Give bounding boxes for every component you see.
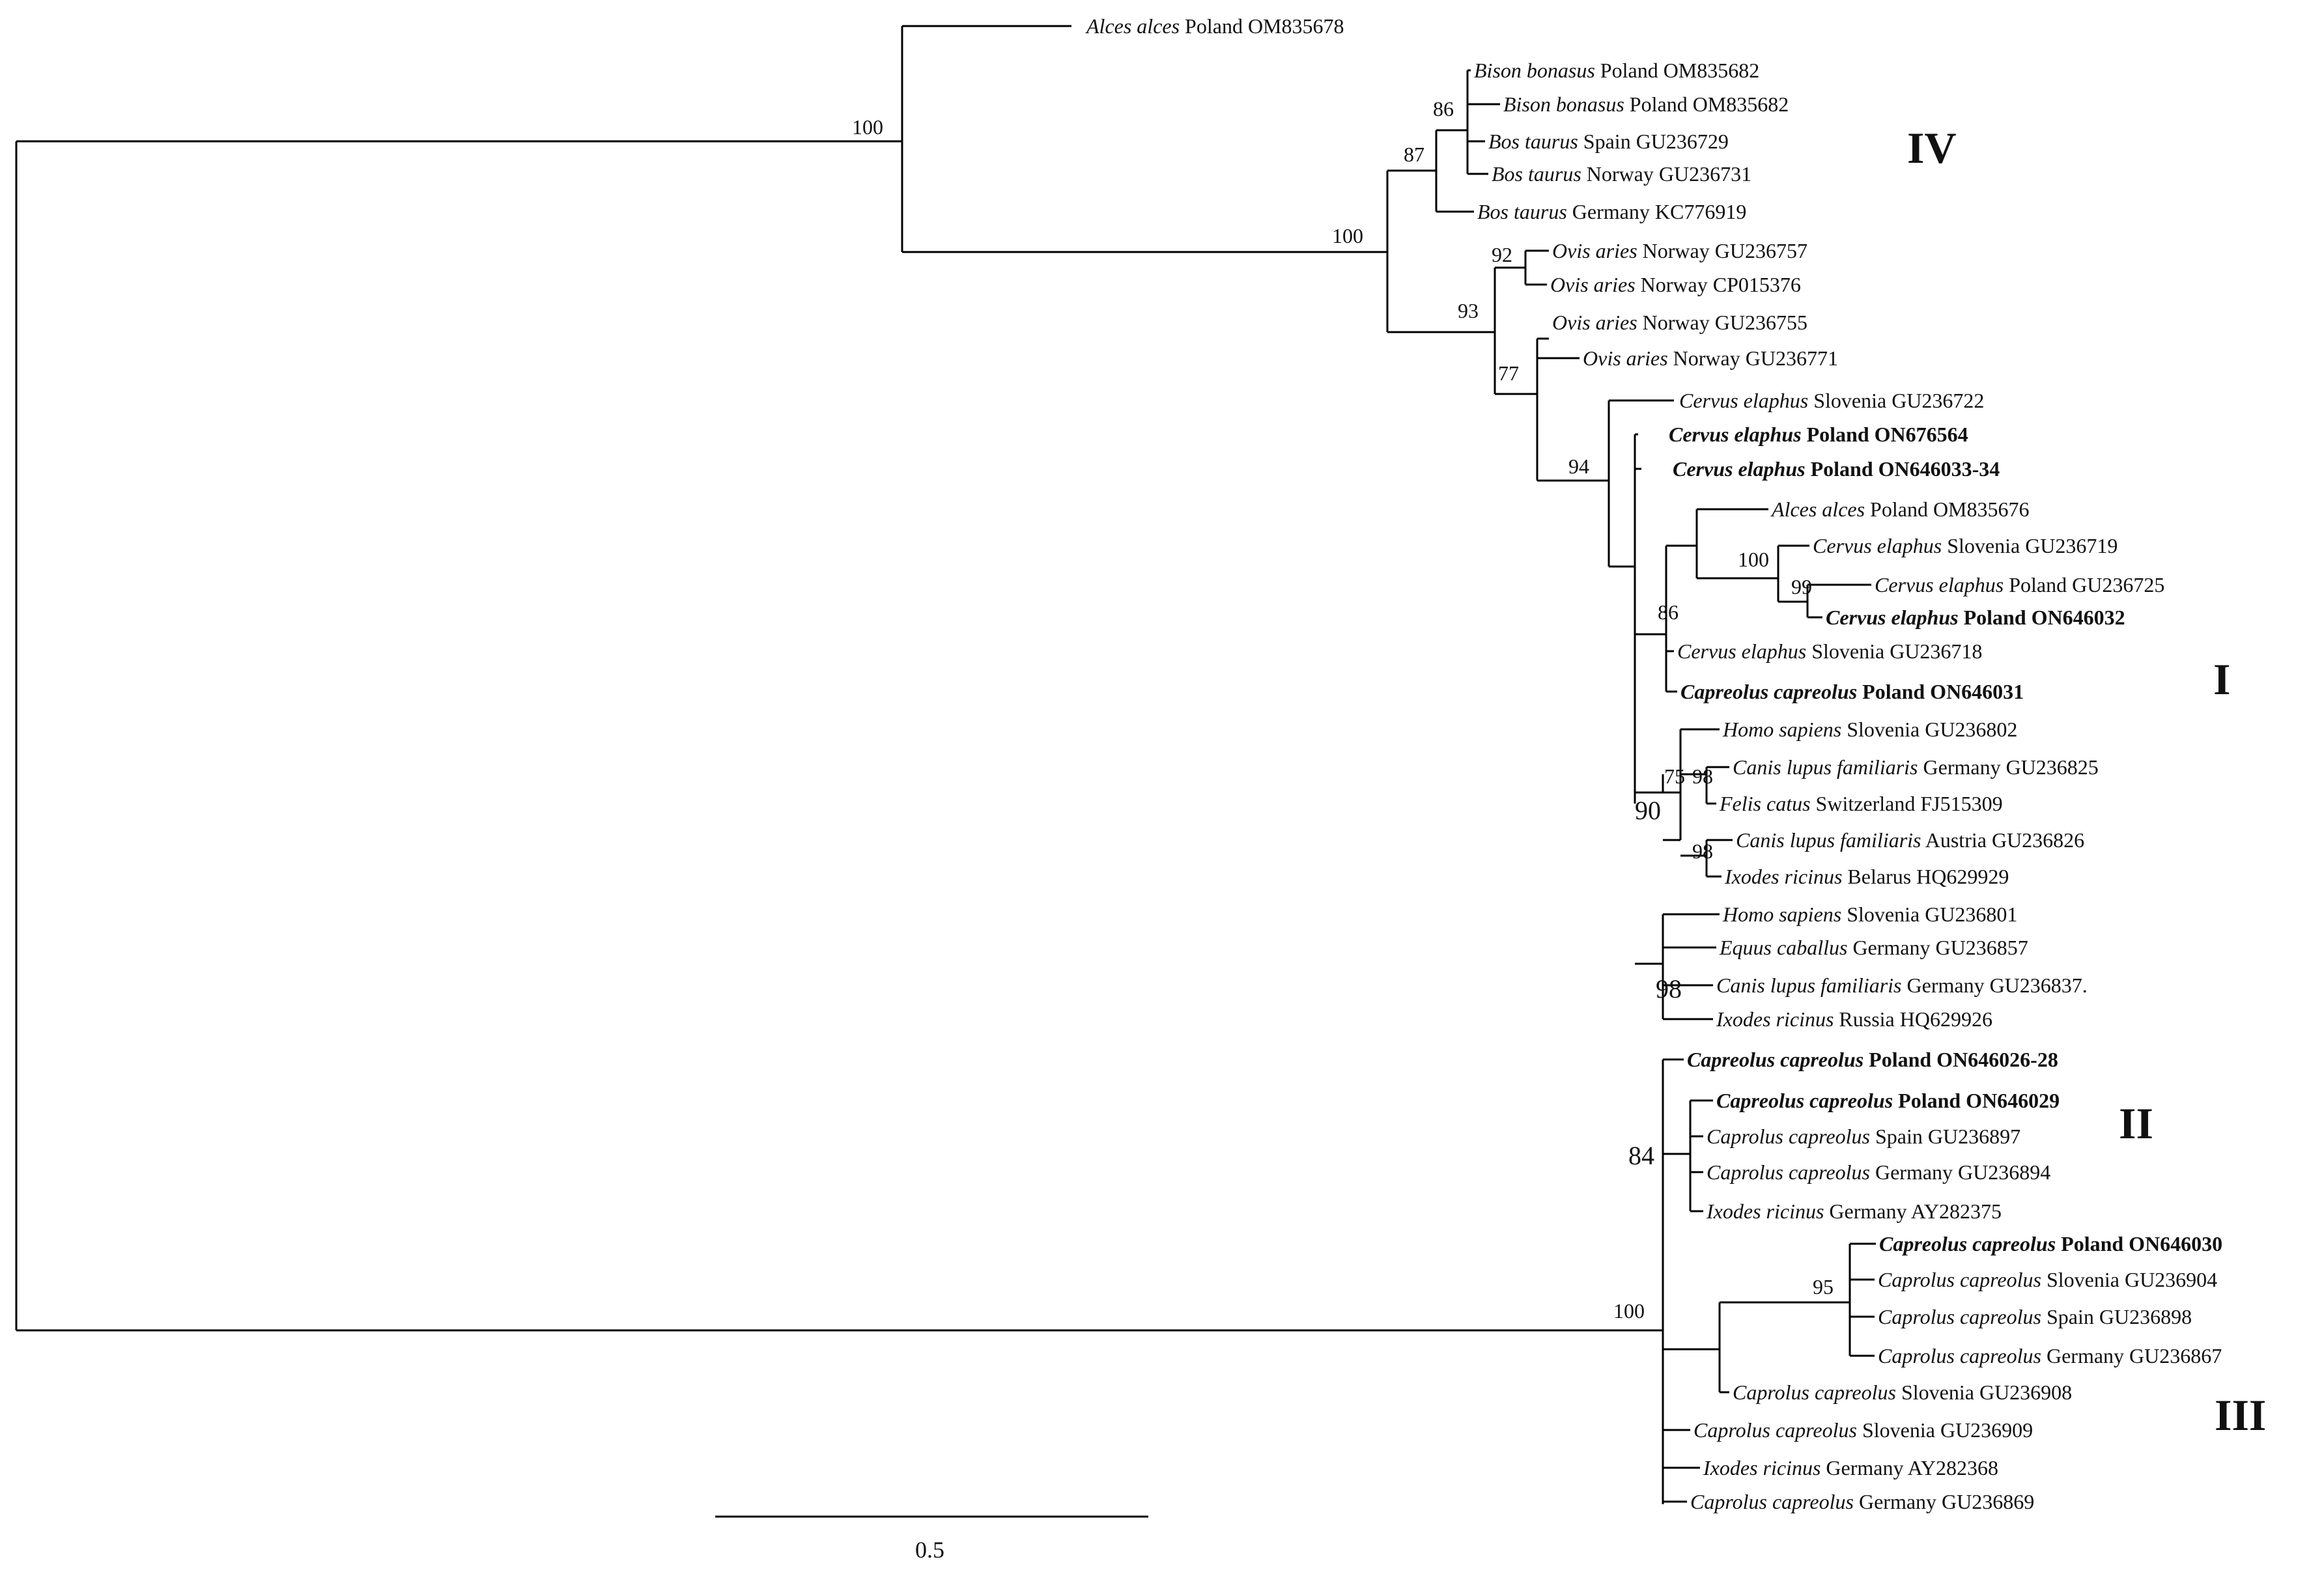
leaf-label: Equus caballus Germany GU236857 (1719, 936, 2028, 959)
leaf-label: Ixodes ricinus Germany AY282368 (1703, 1456, 1998, 1479)
leaf-label: Ixodes ricinus Belarus HQ629929 (1724, 865, 2009, 888)
bootstrap-value: 86 (1433, 97, 1454, 120)
leaf-label: Cervus elaphus Poland ON676564 (1669, 423, 1968, 446)
leaf-label: Capreolus capreolus Poland ON646026-28 (1687, 1048, 2058, 1071)
bootstrap-value: 75 (1664, 764, 1685, 788)
clade-label-iii: III (2215, 1390, 2266, 1440)
bootstrap-value: 92 (1492, 243, 1512, 266)
leaf-label: Bison bonasus Poland OM835682 (1503, 92, 1789, 116)
leaf-label: Ovis aries Norway CP015376 (1550, 273, 1801, 296)
bootstrap-value: 93 (1458, 299, 1479, 322)
leaf-label: Cervus elaphus Poland ON646032 (1826, 606, 2125, 629)
leaf-label: Cervus elaphus Slovenia GU236719 (1813, 534, 2118, 557)
leaf-label: Caprolus capreolus Germany GU236869 (1690, 1490, 2034, 1513)
leaf-label: Bos taurus Spain GU236729 (1488, 130, 1729, 153)
bootstrap-value: 100 (1332, 224, 1363, 247)
bootstrap-value: 100 (1738, 548, 1769, 571)
leaf-label: Caprolus capreolus Germany GU236867 (1878, 1344, 2222, 1367)
leaf-label: Canis lupus familiaris Germany GU236825 (1733, 755, 2099, 779)
leaf-label: Bos taurus Germany KC776919 (1477, 200, 1746, 223)
leaf-label: Cervus elaphus Slovenia GU236722 (1679, 389, 1984, 412)
leaf-label: Caprolus capreolus Slovenia GU236904 (1878, 1268, 2217, 1291)
branches (15, 25, 1876, 1504)
leaf-label: Cervus elaphus Poland ON646033-34 (1673, 457, 2000, 481)
clade-label-iv: IV (1907, 123, 1957, 173)
leaf-label: Ovis aries Norway GU236771 (1583, 346, 1838, 370)
bootstrap-values: 100 86 87 100 92 93 77 94 100 99 86 75 9… (852, 97, 1834, 1323)
bootstrap-value: 100 (852, 115, 883, 139)
bootstrap-value: 84 (1628, 1141, 1654, 1170)
leaf-label: Ovis aries Norway GU236757 (1552, 239, 1807, 262)
scale-bar: 0.5 (715, 1515, 1148, 1563)
leaf-label: Ixodes ricinus Russia HQ629926 (1716, 1007, 1992, 1031)
leaf-label: Capreolus capreolus Poland ON646031 (1680, 680, 2024, 703)
clade-labels: IV I II III (1907, 123, 2266, 1440)
bootstrap-value: 77 (1498, 361, 1519, 385)
leaf-label: Bison bonasus Poland OM835682 (1474, 59, 1759, 82)
leaf-label: Cervus elaphus Slovenia GU236718 (1677, 639, 1982, 663)
leaf-labels: Alces alces Poland OM835678 Bison bonasu… (1085, 14, 2222, 1513)
leaf-label: Canis lupus familiaris Austria GU236826 (1736, 828, 2084, 852)
leaf-label: Bos taurus Norway GU236731 (1492, 162, 1751, 186)
bootstrap-value: 98 (1692, 764, 1713, 788)
leaf-label: Homo sapiens Slovenia GU236802 (1722, 718, 2017, 741)
leaf-label: Caprolus capreolus Spain GU236898 (1878, 1305, 2192, 1328)
leaf-label: Ovis aries Norway GU236755 (1552, 311, 1807, 334)
leaf-label: Alces alces Poland OM835676 (1770, 498, 2030, 521)
bootstrap-value: 94 (1568, 455, 1589, 478)
leaf-label: Caprolus capreolus Germany GU236894 (1707, 1160, 2050, 1184)
leaf-label: Homo sapiens Slovenia GU236801 (1722, 903, 2017, 926)
bootstrap-value: 98 (1692, 839, 1713, 863)
bootstrap-value: 98 (1656, 974, 1682, 1003)
leaf-label: Ixodes ricinus Germany AY282375 (1706, 1199, 2002, 1223)
leaf-label: Felis catus Switzerland FJ515309 (1719, 792, 2003, 815)
leaf-label: Alces alces Poland OM835678 (1085, 14, 1344, 38)
bootstrap-value: 90 (1635, 796, 1661, 825)
clade-label-i: I (2213, 654, 2230, 704)
leaf-label: Caprolus capreolus Slovenia GU236908 (1733, 1381, 2072, 1404)
bootstrap-value: 99 (1791, 575, 1812, 598)
leaf-label: Cervus elaphus Poland GU236725 (1875, 573, 2164, 596)
bootstrap-value: 95 (1813, 1275, 1834, 1298)
bootstrap-value: 87 (1404, 143, 1424, 166)
leaf-label: Capreolus capreolus Poland ON646029 (1716, 1089, 2060, 1112)
leaf-label: Caprolus capreolus Slovenia GU236909 (1693, 1418, 2033, 1442)
scale-bar-label: 0.5 (915, 1537, 944, 1563)
leaf-label: Canis lupus familiaris Germany GU236837. (1716, 974, 2088, 997)
bootstrap-value: 100 (1613, 1299, 1645, 1323)
clade-label-ii: II (2119, 1099, 2153, 1148)
leaf-label: Caprolus capreolus Spain GU236897 (1707, 1125, 2020, 1148)
leaf-label: Capreolus capreolus Poland ON646030 (1879, 1232, 2222, 1255)
bootstrap-value: 86 (1658, 600, 1679, 624)
